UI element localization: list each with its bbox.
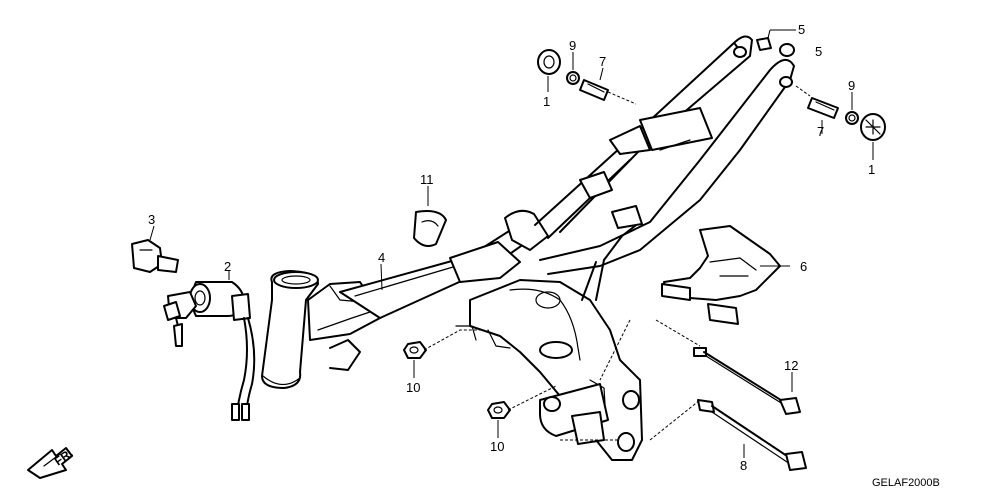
leader-lines xyxy=(149,29,874,458)
front-direction-arrow: FR. xyxy=(27,446,76,479)
callout-9-right: 9 xyxy=(848,78,855,93)
cable-clip xyxy=(413,210,447,247)
callout-11: 11 xyxy=(420,172,434,187)
callout-10-lower: 10 xyxy=(490,439,504,454)
grommet-right xyxy=(860,113,886,141)
nut-left xyxy=(566,71,580,85)
callout-12: 12 xyxy=(784,358,798,373)
callout-1-left: 1 xyxy=(543,94,550,109)
cap-right xyxy=(779,43,795,57)
bolt-left xyxy=(579,79,609,101)
callout-labels: 1 1 2 3 4 5 5 6 7 7 8 9 9 10 10 11 12 xyxy=(148,22,875,473)
callout-9-left: 9 xyxy=(569,38,576,53)
nut-10-upper xyxy=(403,341,427,359)
cap-left xyxy=(756,37,772,51)
callout-3: 3 xyxy=(148,212,155,227)
callout-8: 8 xyxy=(740,458,747,473)
bolt-8 xyxy=(697,399,807,471)
callout-4: 4 xyxy=(378,250,385,265)
callout-5-upper: 5 xyxy=(798,22,805,37)
bolt-right xyxy=(807,97,839,119)
callout-6: 6 xyxy=(800,259,807,274)
ignition-switch xyxy=(189,281,256,421)
step-bracket xyxy=(661,225,781,325)
nut-10-lower xyxy=(487,401,511,419)
callout-7-left: 7 xyxy=(599,54,606,69)
key xyxy=(163,291,197,347)
callout-1-right: 1 xyxy=(868,162,875,177)
callout-7-right: 7 xyxy=(817,124,824,139)
callout-5-lower: 5 xyxy=(815,44,822,59)
bolt-12 xyxy=(693,347,801,415)
frame-body xyxy=(261,35,795,461)
callout-2: 2 xyxy=(224,259,231,274)
grommet-left xyxy=(537,49,561,75)
nut-right xyxy=(845,111,859,125)
diagram-code: GELAF2000B xyxy=(872,477,940,489)
switch-cap xyxy=(131,239,179,273)
callout-10-upper: 10 xyxy=(406,380,420,395)
